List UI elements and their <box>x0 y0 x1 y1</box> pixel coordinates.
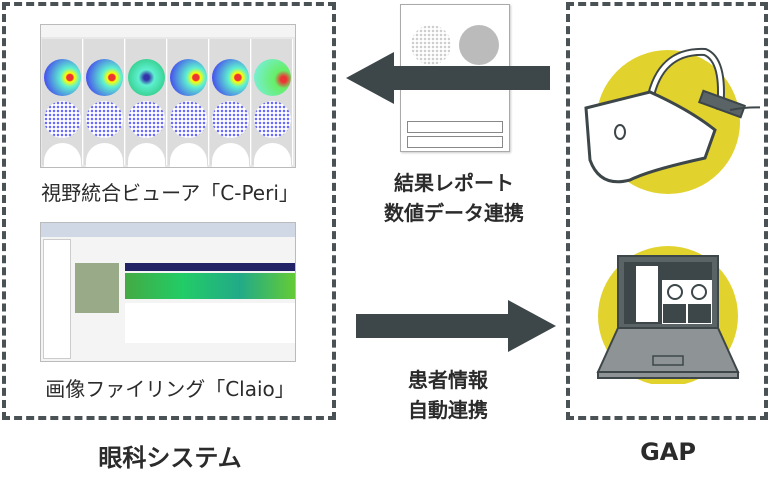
patient-info-label: 患者情報自動連携 <box>348 365 548 425</box>
result-report-label: 結果レポート数値データ連携 <box>354 168 554 228</box>
gap-group <box>566 2 768 420</box>
result-report-line1: 結果レポート <box>394 171 514 195</box>
ophthalmology-system-group <box>2 2 336 420</box>
ophthalmology-system-title: 眼科システム <box>98 444 242 472</box>
vr-headset-icon <box>584 47 760 194</box>
arrow-right <box>356 300 556 352</box>
claio-screenshot <box>40 222 296 362</box>
cperi-screenshot <box>40 24 296 168</box>
gap-title: GAP <box>640 438 696 466</box>
laptop-icon <box>596 246 740 384</box>
result-report-line2: 数値データ連携 <box>384 201 524 225</box>
cperi-label: 視野統合ビューア「C-Peri」 <box>41 181 299 205</box>
patient-info-line1: 患者情報 <box>408 368 488 392</box>
claio-label: 画像ファイリング「Claio」 <box>45 377 295 401</box>
arrow-left <box>346 52 550 104</box>
patient-info-line2: 自動連携 <box>408 398 488 422</box>
